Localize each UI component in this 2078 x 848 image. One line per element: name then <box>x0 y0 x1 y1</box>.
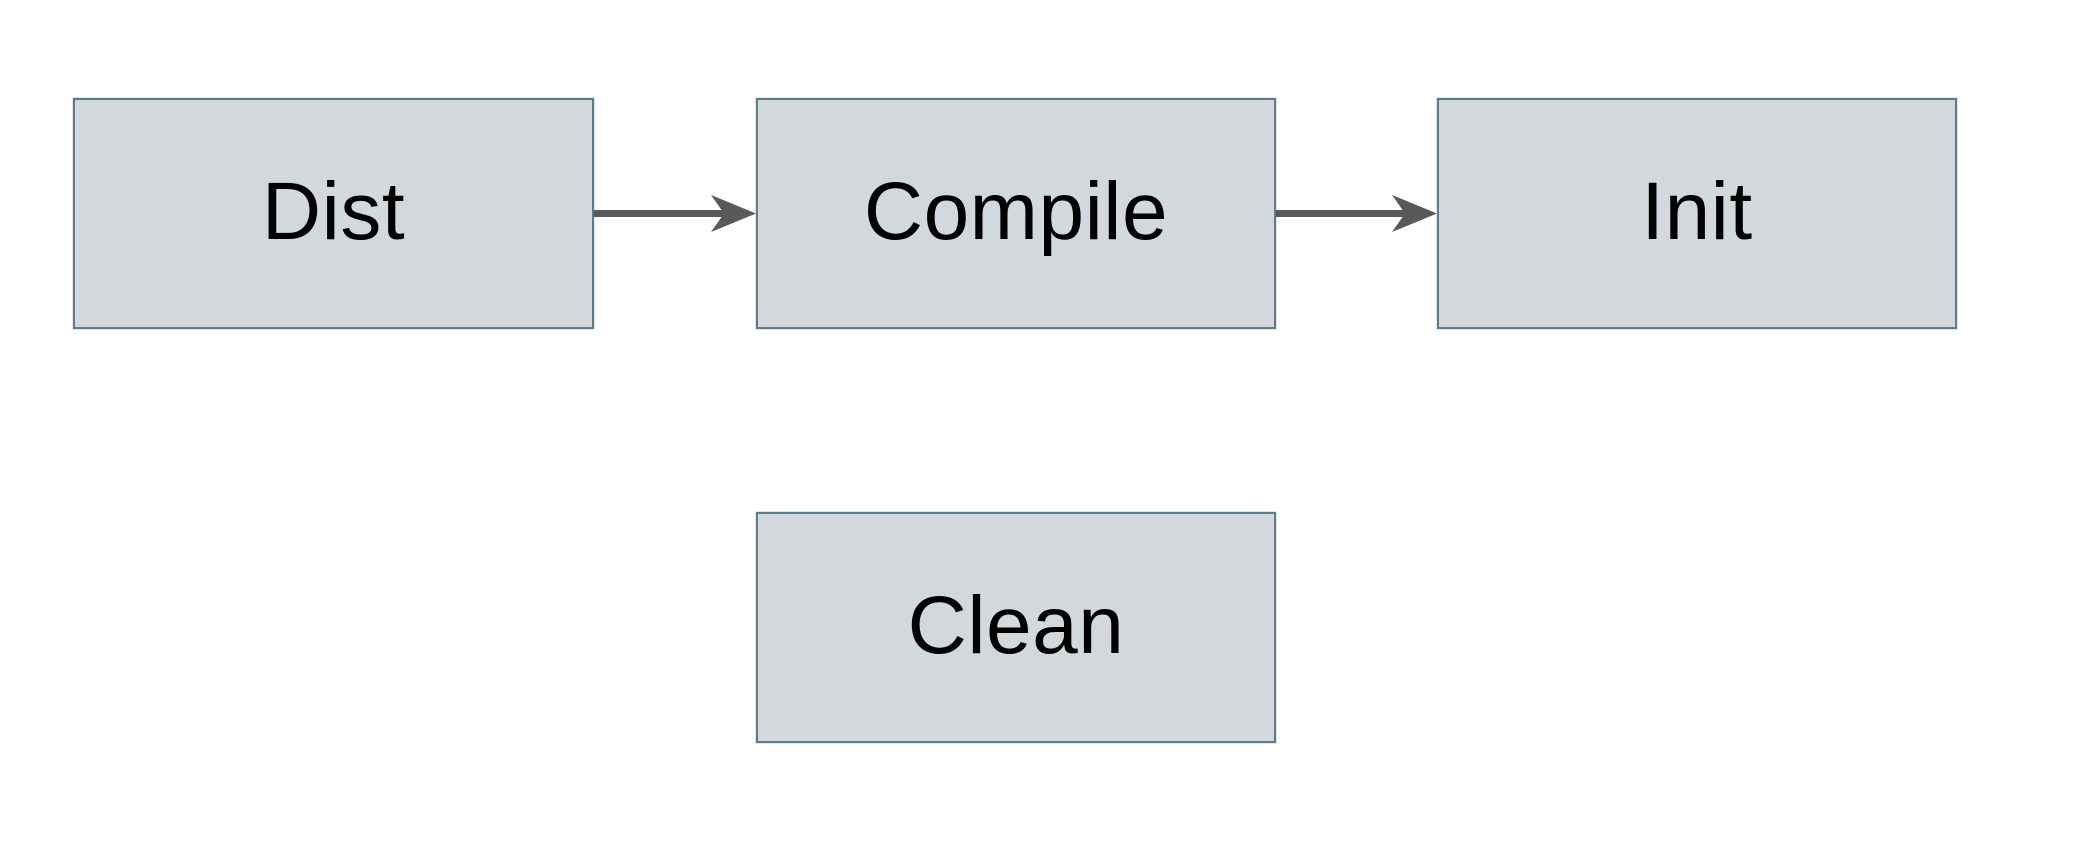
node-dist: Dist <box>73 98 594 329</box>
connector-arrow-compile-to-init <box>1276 195 1437 232</box>
node-compile: Compile <box>756 98 1276 329</box>
connector-arrow-dist-to-compile <box>594 195 756 232</box>
node-init: Init <box>1437 98 1957 329</box>
node-clean: Clean <box>756 512 1276 743</box>
node-compile-label: Compile <box>863 165 1169 257</box>
node-clean-label: Clean <box>907 579 1125 671</box>
node-init-label: Init <box>1641 165 1753 257</box>
node-dist-label: Dist <box>261 165 406 257</box>
